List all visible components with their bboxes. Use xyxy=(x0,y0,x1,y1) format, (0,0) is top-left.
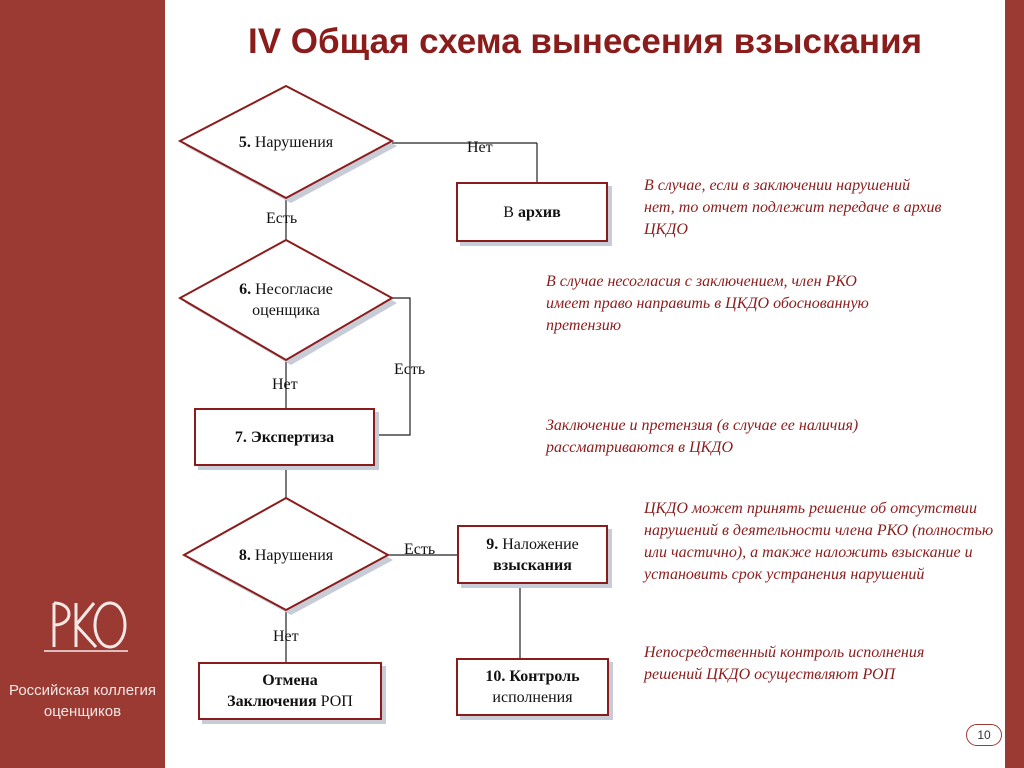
decision-6-label: 6. Несогласие оценщика xyxy=(200,279,372,321)
org-name: Российская коллегия оценщиков xyxy=(0,680,165,722)
decision-5-number: 5. xyxy=(238,134,251,151)
box-control: 10. Контроль исполнения xyxy=(456,658,609,716)
page-number: 10 xyxy=(966,724,1002,746)
decision-8-number: 8. xyxy=(238,547,251,564)
note-disagreement: В случае несогласия с заключением, член … xyxy=(546,273,869,334)
decision-diamond-8 xyxy=(181,496,391,612)
archive-bold: архив xyxy=(517,203,561,221)
penalty-line2: взыскания xyxy=(493,556,572,574)
penalty-number: 9. xyxy=(486,535,499,553)
note-decision: ЦКДО может принять решение об отсутствии… xyxy=(644,500,994,583)
decision-8-label: 8. Нарушения xyxy=(200,545,372,566)
archive-prefix: В xyxy=(503,203,514,221)
note-control: Непосредственный контроль исполнения реш… xyxy=(644,644,925,683)
label-d6-yes: Есть xyxy=(394,361,426,378)
label-d5-no: Нет xyxy=(467,139,493,156)
box-penalty: 9. Наложение взыскания xyxy=(457,525,608,584)
box-expertise: 7. Экспертиза xyxy=(194,408,375,466)
connector-d6-loop xyxy=(377,297,411,436)
decision-6-line2: оценщика xyxy=(252,302,320,319)
left-brand-sidebar xyxy=(0,0,165,768)
rko-logo-icon xyxy=(44,601,128,652)
box-cancel: Отмена Заключения РОП xyxy=(198,662,382,720)
decision-diamond-6 xyxy=(177,238,395,362)
expertise-text: 7. Экспертиза xyxy=(234,428,335,446)
org-name-line1: Российская коллегия xyxy=(8,682,157,699)
decision-5-text: Нарушения xyxy=(254,134,334,151)
label-d8-yes: Есть xyxy=(404,541,436,558)
box-archive: В архив xyxy=(456,182,608,242)
cancel-line2-bold: Заключения xyxy=(227,693,317,710)
label-d6-no: Нет xyxy=(272,376,298,393)
label-d5-yes: Есть xyxy=(266,210,298,227)
control-line2: исполнения xyxy=(492,689,573,706)
decision-5-label: 5. Нарушения xyxy=(200,132,372,153)
decision-6-number: 6. xyxy=(239,281,252,298)
right-brand-strip xyxy=(1005,0,1024,768)
cancel-line2-rest: РОП xyxy=(320,693,353,710)
decision-6-line1: Несогласие xyxy=(255,281,333,298)
org-name-line2: оценщиков xyxy=(43,703,122,720)
cancel-line1: Отмена xyxy=(262,672,318,689)
label-d8-no: Нет xyxy=(273,628,299,645)
penalty-line1: Наложение xyxy=(502,535,579,553)
decision-diamond-5 xyxy=(177,84,395,200)
note-archive: В случае, если в заключении нарушений не… xyxy=(644,177,942,238)
note-review: Заключение и претензия (в случае ее нали… xyxy=(546,417,859,456)
slide-title: IV Общая схема вынесения взыскания xyxy=(247,22,923,61)
decision-8-text: Нарушения xyxy=(254,547,334,564)
control-line1: 10. Контроль xyxy=(485,668,580,685)
